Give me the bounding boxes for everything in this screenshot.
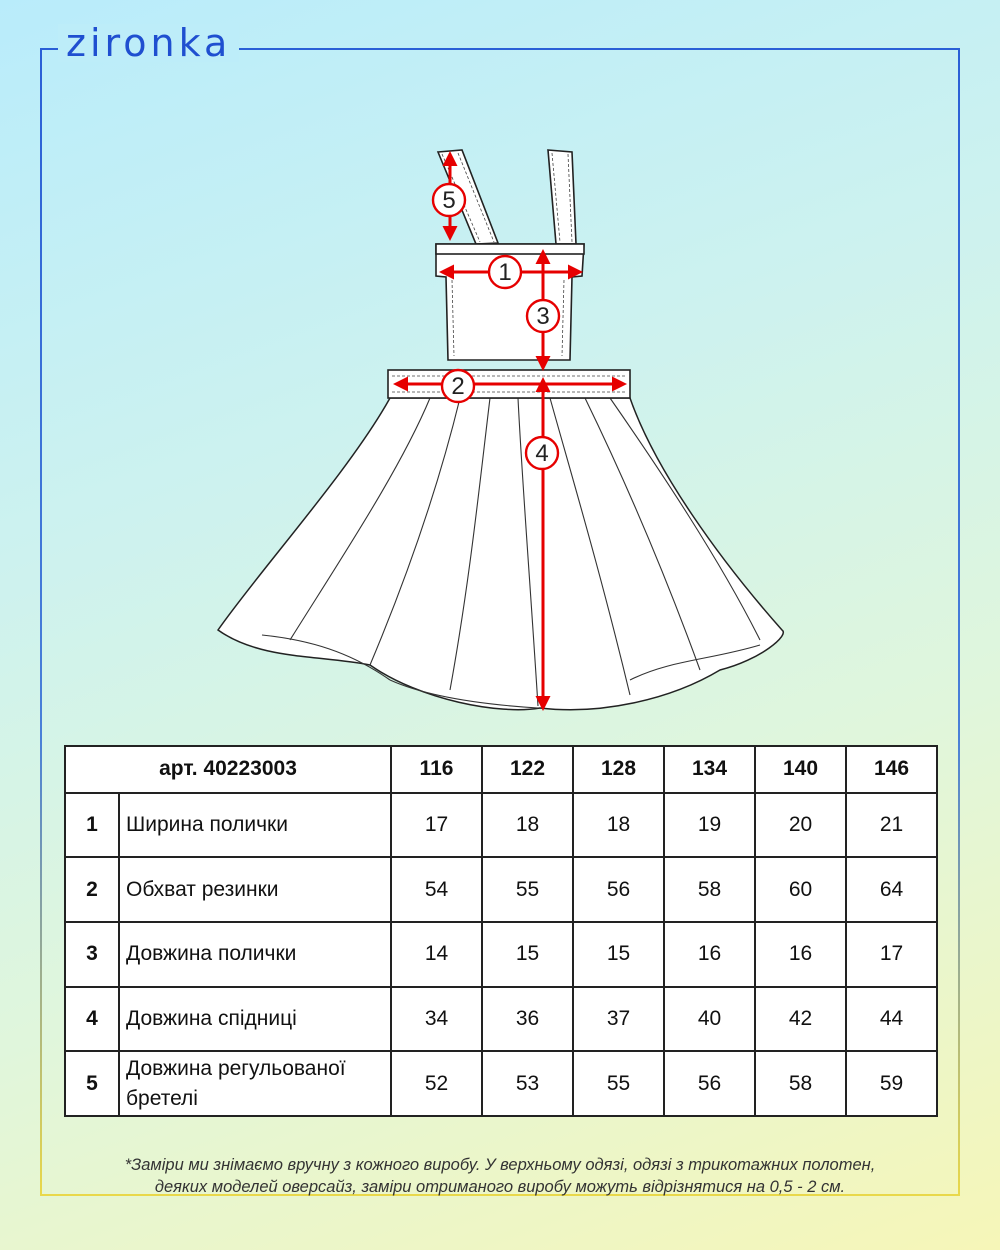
size-header: 140 [754, 745, 847, 794]
table-cell: 56 [663, 1050, 756, 1117]
article-number: арт. 40223003 [64, 745, 392, 794]
table-cell: 21 [845, 791, 938, 859]
table-cell: 55 [572, 1050, 665, 1117]
table-cell: 59 [845, 1050, 938, 1117]
table-cell: 58 [754, 1050, 847, 1117]
table-row: 3 Довжина полички 14 15 15 16 16 17 [64, 920, 938, 988]
table-cell: 36 [481, 985, 574, 1053]
table-cell: 15 [481, 920, 574, 988]
svg-text:1: 1 [498, 259, 511, 286]
table-cell: 17 [845, 920, 938, 988]
table-cell: 15 [572, 920, 665, 988]
table-cell: 60 [754, 856, 847, 923]
table-row: 4 Довжина спідниці 34 36 37 40 42 44 [64, 985, 938, 1053]
table-cell: 17 [390, 791, 483, 859]
size-header: 116 [390, 745, 483, 794]
size-table: арт. 40223003 116 122 128 134 140 146 1 … [64, 745, 938, 1117]
table-cell: 37 [572, 985, 665, 1053]
row-number: 5 [64, 1050, 120, 1117]
table-cell: 54 [390, 856, 483, 923]
svg-text:2: 2 [451, 373, 464, 400]
table-cell: 19 [663, 791, 756, 859]
table-cell: 64 [845, 856, 938, 923]
skirt [216, 397, 785, 711]
svg-text:5: 5 [442, 187, 455, 214]
row-label: Довжина полички [118, 920, 392, 988]
garment-diagram: 1 2 3 4 5 [216, 149, 785, 711]
table-cell: 56 [572, 856, 665, 923]
table-cell: 44 [845, 985, 938, 1053]
size-header: 122 [481, 745, 574, 794]
size-header: 128 [572, 745, 665, 794]
footnote: *Заміри ми знімаємо вручну з кожного вир… [50, 1154, 950, 1198]
table-cell: 42 [754, 985, 847, 1053]
row-label: Довжина спідниці [118, 985, 392, 1053]
table-cell: 40 [663, 985, 756, 1053]
table-cell: 16 [754, 920, 847, 988]
table-cell: 53 [481, 1050, 574, 1117]
marker-5: 5 [431, 182, 467, 218]
table-cell: 14 [390, 920, 483, 988]
row-label: Ширина полички [118, 791, 392, 859]
table-cell: 55 [481, 856, 574, 923]
table-cell: 18 [481, 791, 574, 859]
row-number: 3 [64, 920, 120, 988]
brand-logo: zironka [58, 24, 240, 62]
marker-4: 4 [524, 435, 560, 471]
table-header-row: арт. 40223003 116 122 128 134 140 146 [64, 745, 938, 794]
svg-text:4: 4 [535, 440, 548, 467]
table-row: 5 Довжина регульованої бретелі 52 53 55 … [64, 1050, 938, 1117]
row-number: 4 [64, 985, 120, 1053]
row-label: Обхват резинки [118, 856, 392, 923]
marker-3: 3 [525, 298, 561, 334]
footnote-line: *Заміри ми знімаємо вручну з кожного вир… [124, 1156, 876, 1174]
table-cell: 34 [390, 985, 483, 1053]
svg-text:3: 3 [536, 303, 549, 330]
row-number: 1 [64, 791, 120, 859]
marker-2: 2 [440, 368, 476, 404]
row-label: Довжина регульованої бретелі [118, 1050, 392, 1117]
marker-1: 1 [487, 254, 523, 290]
size-header: 146 [845, 745, 938, 794]
table-cell: 20 [754, 791, 847, 859]
size-header: 134 [663, 745, 756, 794]
table-row: 1 Ширина полички 17 18 18 19 20 21 [64, 791, 938, 859]
table-cell: 16 [663, 920, 756, 988]
table-cell: 52 [390, 1050, 483, 1117]
table-row: 2 Обхват резинки 54 55 56 58 60 64 [64, 856, 938, 923]
row-number: 2 [64, 856, 120, 923]
table-cell: 58 [663, 856, 756, 923]
footnote-line: деяких моделей оверсайз, заміри отримано… [154, 1178, 846, 1196]
table-cell: 18 [572, 791, 665, 859]
